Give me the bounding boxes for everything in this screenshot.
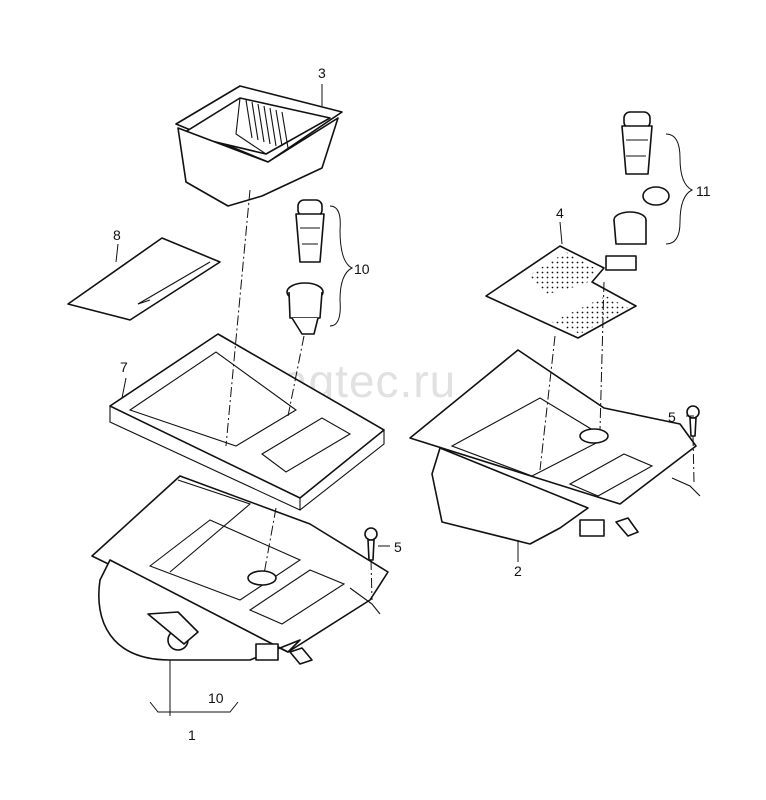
- callouts: 3 8 10 7 5 10 1 11 4 5 2: [113, 65, 711, 743]
- part-5-screw-left: [364, 527, 378, 561]
- part-2-console-unit: [409, 349, 701, 545]
- callout-10-lower: 10: [208, 690, 224, 706]
- part-1-console-tray: [91, 475, 389, 665]
- leader-lines: [115, 84, 694, 716]
- callout-4: 4: [556, 205, 564, 221]
- callout-3: 3: [318, 65, 326, 81]
- part-8-mat: [67, 237, 221, 321]
- callout-7: 7: [120, 359, 128, 375]
- part-11-socket-assembly: [605, 111, 670, 271]
- callout-5-left: 5: [394, 539, 402, 555]
- part-4-dotted-mat: [485, 245, 637, 339]
- callout-10-upper: 10: [354, 261, 370, 277]
- callout-11: 11: [696, 183, 711, 199]
- part-10-socket-assembly-upper: [286, 199, 325, 335]
- callout-2: 2: [514, 563, 522, 579]
- part-5-screw-right: [686, 405, 700, 437]
- callout-5-right: 5: [668, 409, 676, 425]
- callout-1: 1: [188, 727, 196, 743]
- callout-8: 8: [113, 227, 121, 243]
- part-3-storage-box: [175, 85, 343, 207]
- part-7-trim-frame: [109, 333, 385, 511]
- assembly-lines: [225, 189, 695, 601]
